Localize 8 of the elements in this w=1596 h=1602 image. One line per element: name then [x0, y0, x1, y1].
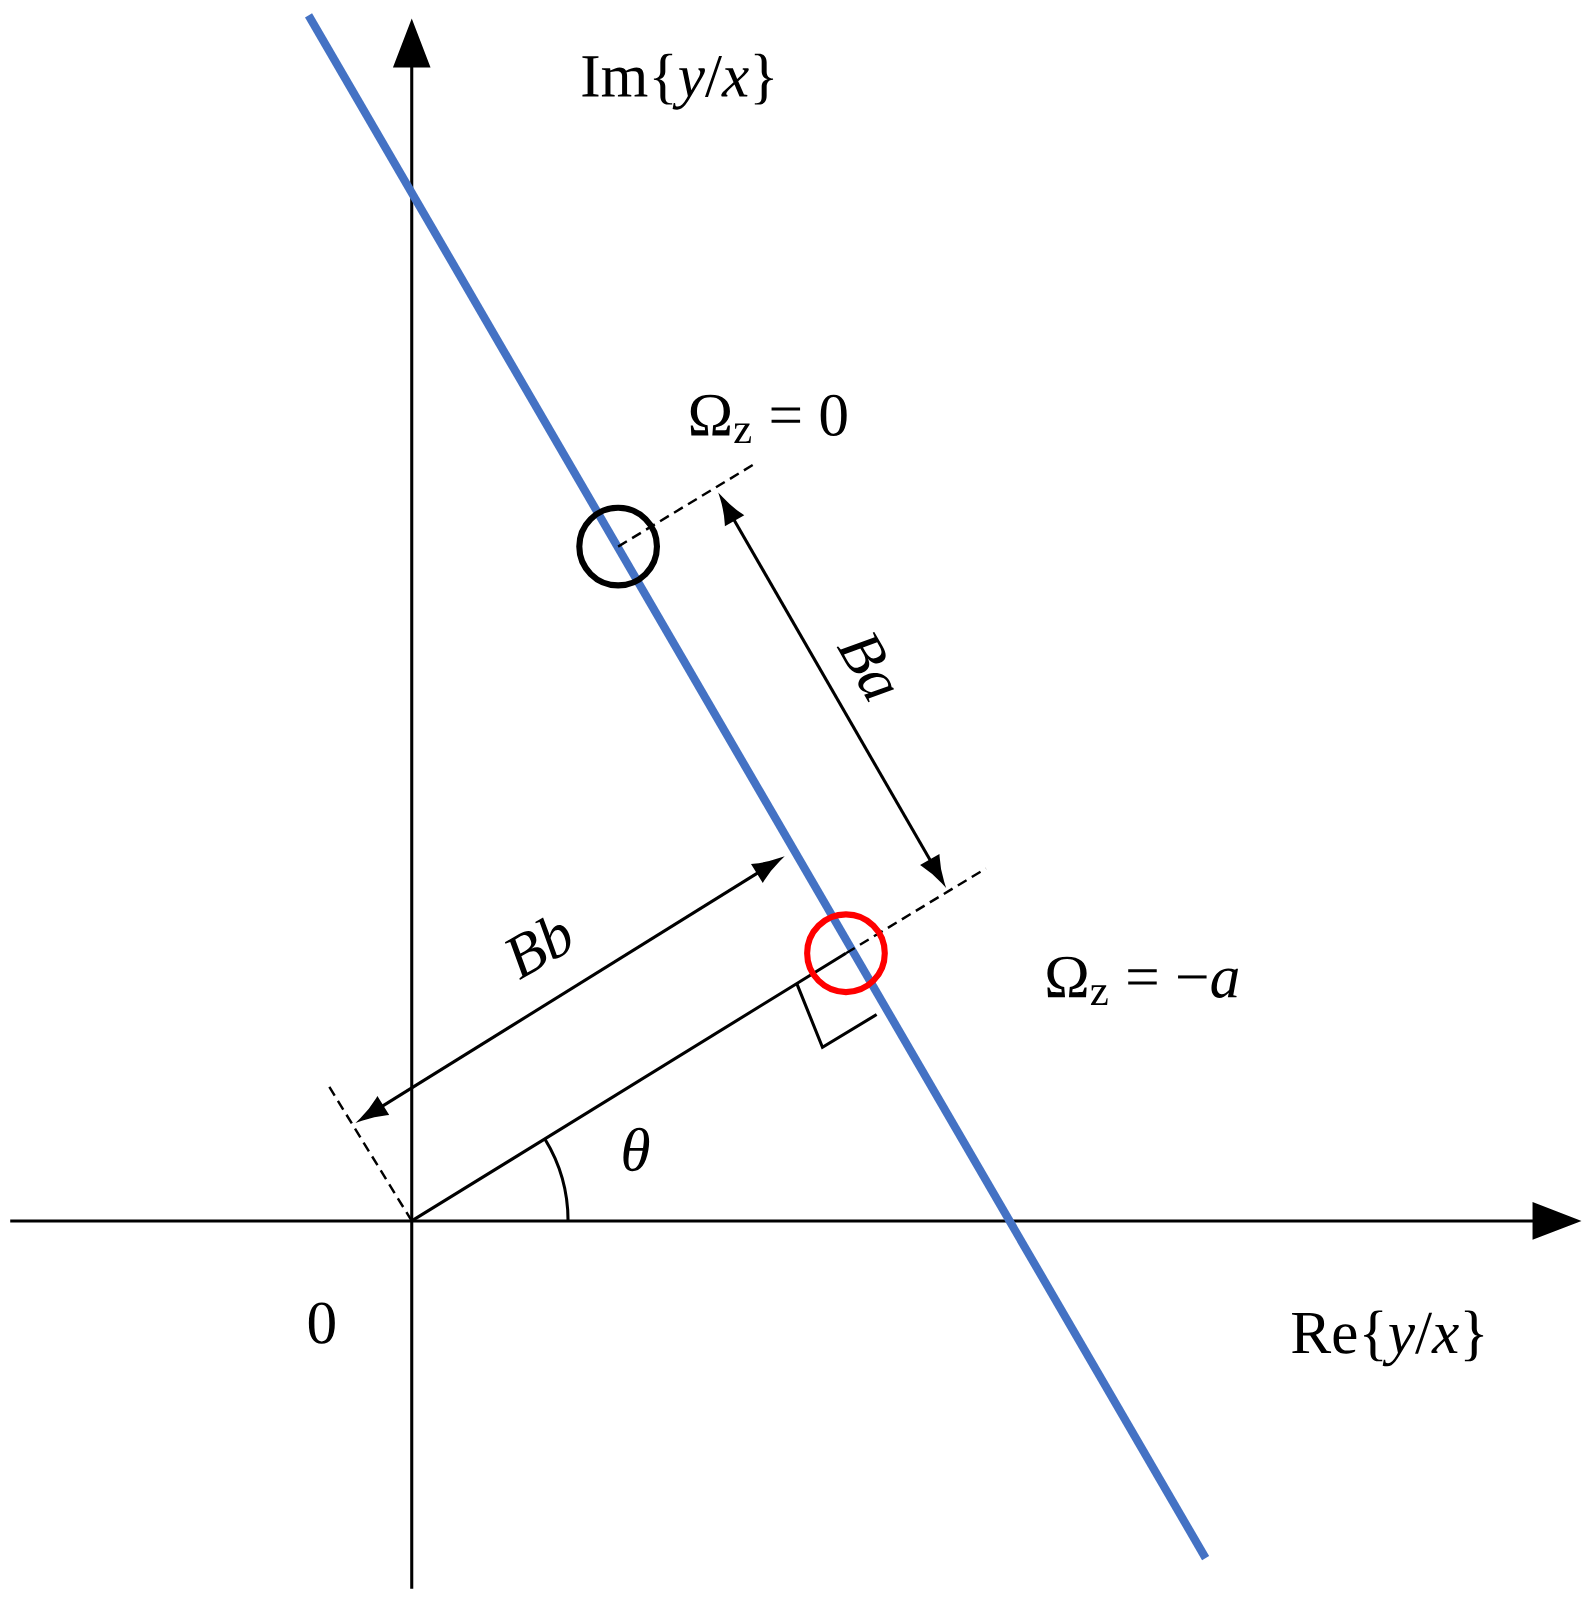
circle-marker — [576, 504, 661, 589]
axis-label: Re{y/x} — [1292, 1310, 1484, 1367]
point-label: Ω$_{z}$ = −a — [1047, 956, 1239, 1005]
origin-label: 0 — [308, 1302, 335, 1344]
circle-marker — [804, 911, 888, 996]
angle-label: θ — [623, 1127, 650, 1172]
point-label: Ω$_{z}$ = 0 — [690, 394, 847, 444]
axis-label: Im{y/x} — [582, 53, 774, 110]
